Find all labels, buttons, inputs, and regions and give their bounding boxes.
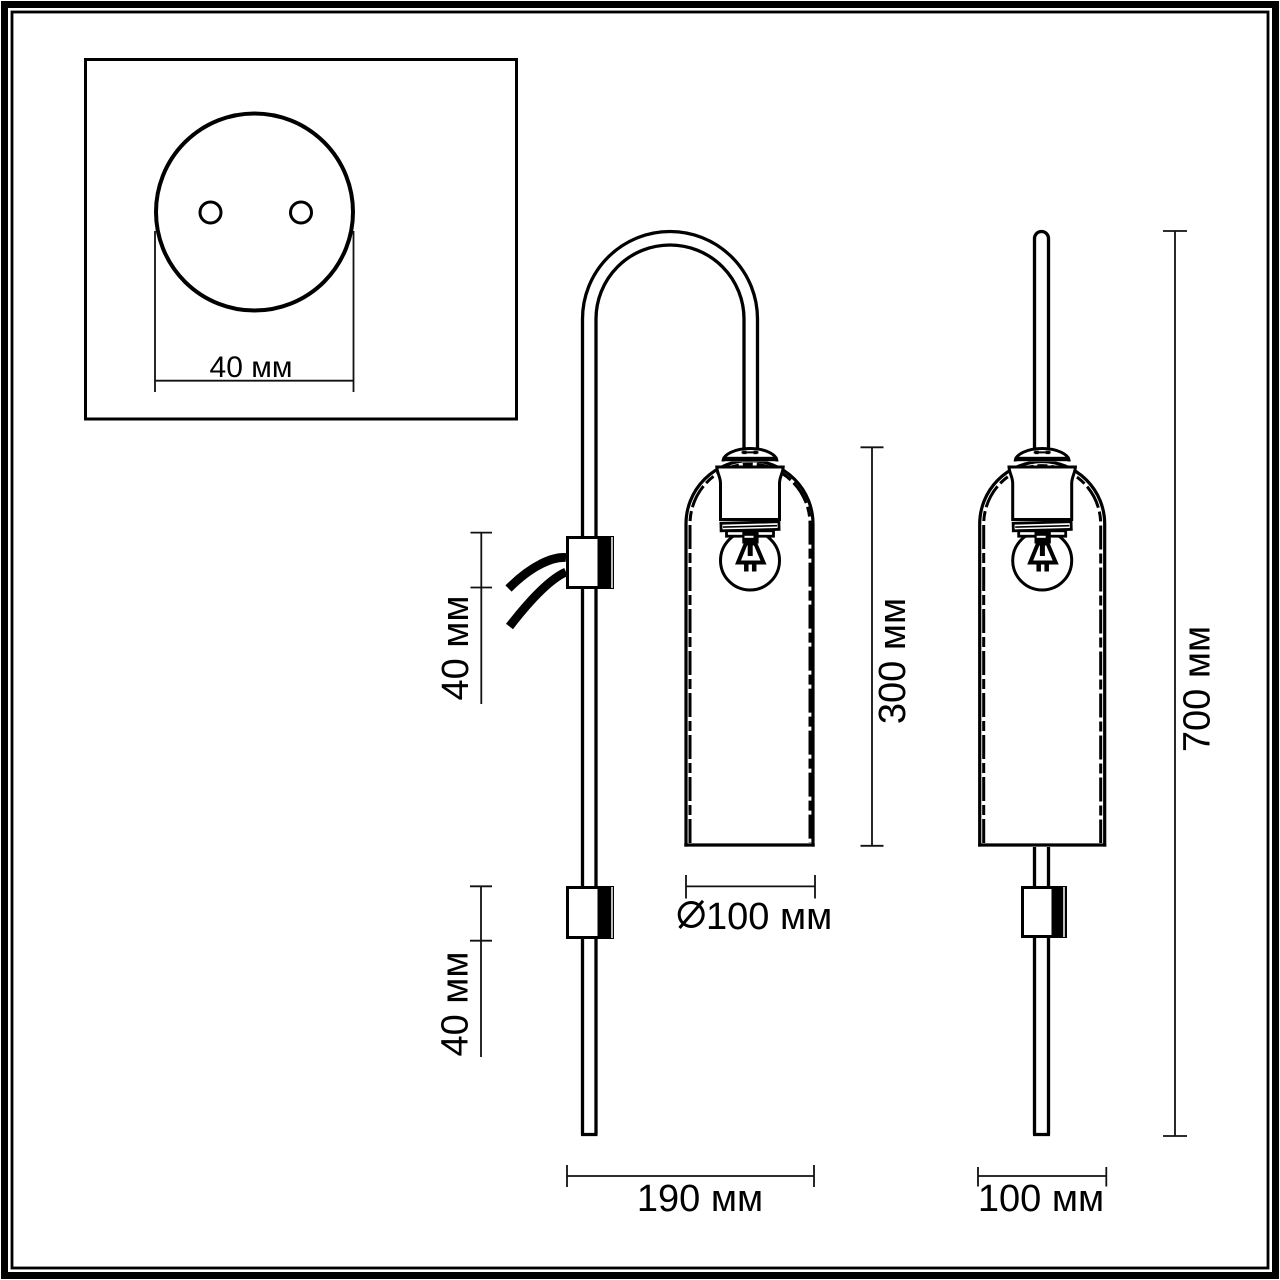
svg-text:300 мм: 300 мм — [872, 598, 914, 724]
svg-text:100 мм: 100 мм — [706, 896, 832, 938]
svg-text:190 мм: 190 мм — [637, 1178, 763, 1220]
svg-text:100 мм: 100 мм — [978, 1178, 1104, 1220]
svg-text:700 мм: 700 мм — [1177, 626, 1219, 752]
svg-text:40 мм: 40 мм — [435, 595, 477, 700]
svg-text:40 мм: 40 мм — [210, 351, 293, 384]
svg-text:40 мм: 40 мм — [435, 951, 477, 1056]
